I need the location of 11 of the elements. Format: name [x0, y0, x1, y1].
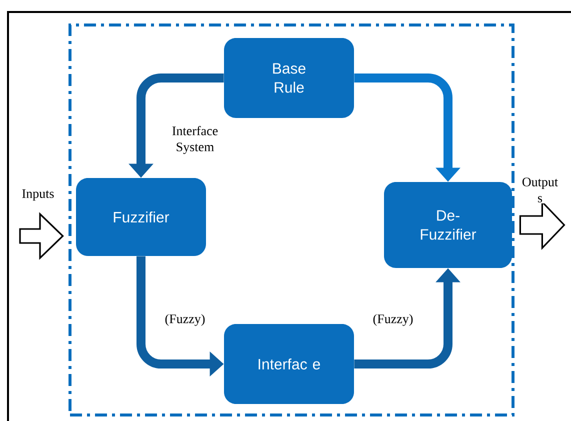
edge-label: (Fuzzy)	[164, 313, 206, 327]
process-box: Interfac e	[224, 324, 354, 404]
process-box: De-Fuzzifier	[384, 182, 512, 268]
edge-label: Output s	[519, 176, 561, 204]
edge-label: Interface System	[159, 125, 231, 155]
process-box: Fuzzifier	[76, 178, 206, 256]
system-boundary	[68, 24, 514, 416]
hollow-arrow	[19, 212, 64, 260]
process-box: Base Rule	[224, 38, 354, 118]
edge-label: (Fuzzy)	[372, 313, 414, 327]
edge-label: Inputs	[17, 188, 59, 202]
